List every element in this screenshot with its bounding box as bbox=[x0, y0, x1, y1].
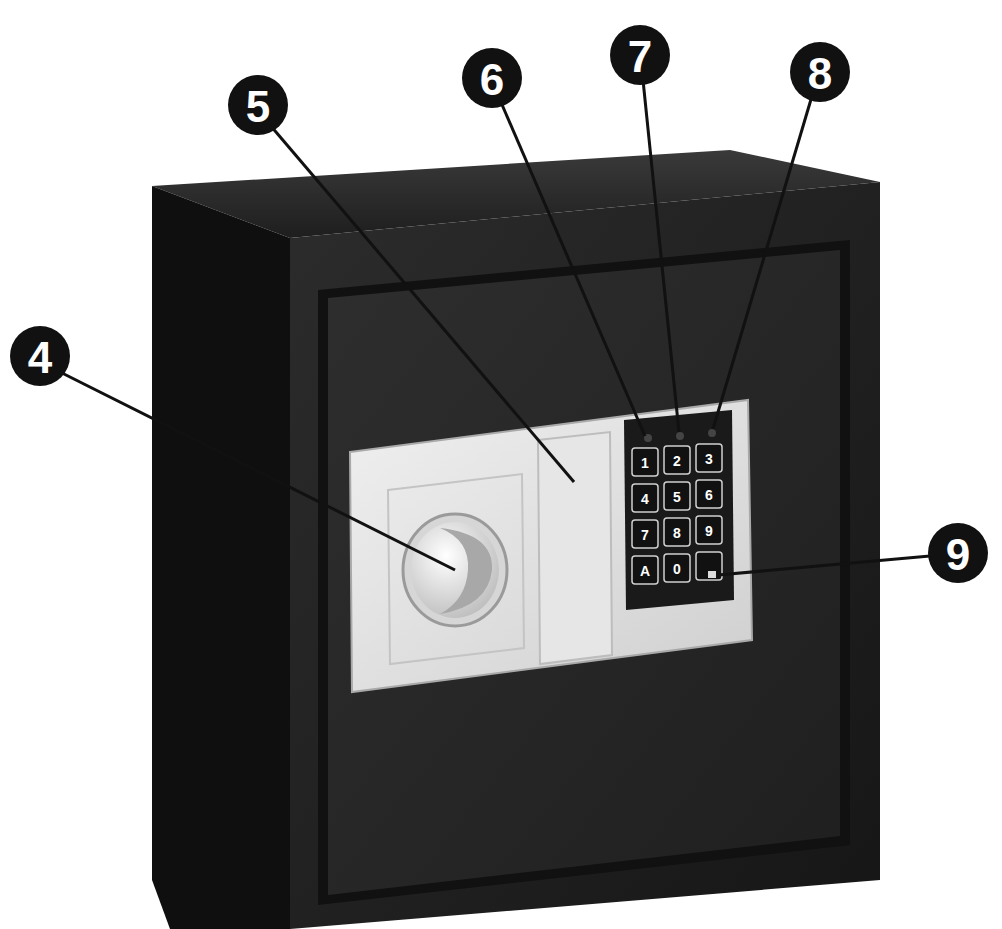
key-label: 0 bbox=[673, 562, 681, 576]
keypad bbox=[624, 410, 734, 610]
callout-disc bbox=[228, 75, 288, 135]
callout-number: 5 bbox=[246, 85, 270, 129]
leader-line bbox=[718, 556, 930, 575]
door-panel bbox=[328, 250, 840, 895]
callout-number: 9 bbox=[946, 533, 970, 577]
key-label: 4 bbox=[641, 492, 649, 506]
key-label: 5 bbox=[673, 490, 681, 504]
leader-line bbox=[500, 100, 645, 436]
key-button bbox=[664, 554, 690, 582]
leader-lines bbox=[60, 80, 930, 575]
key-button bbox=[696, 516, 722, 544]
keys bbox=[632, 444, 722, 584]
knob-recess bbox=[388, 474, 524, 664]
callout-disc bbox=[462, 48, 522, 108]
callout-number: 4 bbox=[28, 336, 52, 380]
key-button bbox=[664, 518, 690, 546]
key-label: 6 bbox=[705, 488, 713, 502]
key-button bbox=[696, 480, 722, 508]
leader-line bbox=[60, 372, 455, 570]
key-label: 8 bbox=[673, 526, 681, 540]
leader-line bbox=[270, 125, 574, 482]
key-button bbox=[632, 556, 658, 584]
key-button bbox=[632, 484, 658, 512]
key-label: 2 bbox=[673, 454, 681, 468]
door-gap bbox=[318, 240, 850, 905]
callout-number: 7 bbox=[628, 35, 652, 79]
key-button bbox=[696, 444, 722, 472]
key-label: 3 bbox=[705, 452, 713, 466]
led bbox=[708, 429, 716, 437]
leader-line bbox=[643, 80, 679, 432]
callout-disc bbox=[790, 42, 850, 102]
key-button bbox=[632, 520, 658, 548]
key-label: A bbox=[640, 564, 650, 578]
callout-disc bbox=[928, 523, 988, 583]
callout-number: 6 bbox=[480, 58, 504, 102]
led bbox=[676, 432, 684, 440]
callout-number: 8 bbox=[808, 52, 832, 96]
enter-key-mark bbox=[708, 571, 716, 578]
callout-disc bbox=[610, 25, 670, 85]
callout-discs bbox=[10, 25, 988, 583]
key-label: 7 bbox=[641, 528, 649, 542]
key-label: 1 bbox=[641, 456, 649, 470]
key-button bbox=[632, 448, 658, 476]
handle-grip bbox=[440, 528, 492, 614]
key-button bbox=[664, 446, 690, 474]
leader-line bbox=[713, 96, 812, 429]
key-button bbox=[664, 482, 690, 510]
safe-side bbox=[152, 186, 290, 929]
key-label: 9 bbox=[705, 524, 713, 538]
display-cover bbox=[538, 432, 612, 664]
callout-disc bbox=[10, 326, 70, 386]
